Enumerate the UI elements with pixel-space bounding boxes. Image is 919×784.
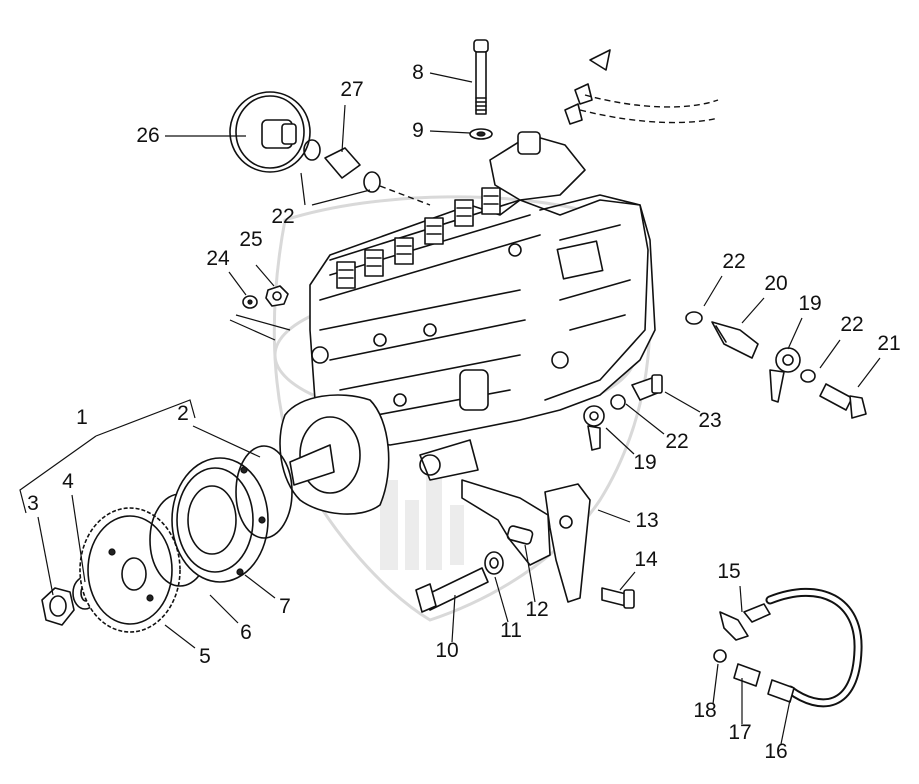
part-25-nut xyxy=(229,285,291,341)
callout-c19a: 19 xyxy=(798,292,821,315)
callout-c17: 17 xyxy=(728,721,751,744)
callout-c24: 24 xyxy=(206,247,230,270)
leader-l19a xyxy=(787,317,803,350)
leader-l5 xyxy=(164,624,196,649)
leader-l22b xyxy=(703,275,723,307)
leader-lines xyxy=(19,72,881,745)
part-5-gear xyxy=(79,507,181,633)
part-12-bracket xyxy=(461,479,551,566)
callout-c4: 4 xyxy=(62,470,74,493)
callout-c23: 23 xyxy=(698,409,721,432)
callout-c26: 26 xyxy=(136,124,159,147)
part-19-banjo-b xyxy=(583,405,605,451)
leader-l6 xyxy=(209,594,239,624)
part-3-nut xyxy=(41,587,75,626)
leader-l22c xyxy=(819,339,841,369)
part-16-hose xyxy=(765,587,863,708)
leader-l22a2 xyxy=(311,189,371,206)
part-8-bolt xyxy=(473,39,489,115)
part-27-fitting xyxy=(303,139,431,206)
callout-c1: 1 xyxy=(76,406,88,429)
leader-l25 xyxy=(255,264,275,287)
callout-c5: 5 xyxy=(199,645,211,668)
part-22-washer-b xyxy=(685,311,703,325)
leader-l27 xyxy=(341,104,346,153)
callout-c16: 16 xyxy=(764,740,787,763)
callout-c21: 21 xyxy=(877,332,900,355)
callout-c25: 25 xyxy=(239,228,262,251)
leader-l20 xyxy=(741,297,765,324)
leader-l13 xyxy=(597,509,631,523)
callout-c2: 2 xyxy=(177,402,189,425)
part-21-bolt xyxy=(819,383,867,419)
part-19-banjo-a xyxy=(769,347,801,403)
part-24-washer xyxy=(242,295,258,309)
callout-c18: 18 xyxy=(693,699,716,722)
leader-l8 xyxy=(429,72,473,83)
leader-l22d xyxy=(625,403,665,435)
callout-c14: 14 xyxy=(634,548,658,571)
leader-l4 xyxy=(71,494,86,583)
callout-c6: 6 xyxy=(240,621,252,644)
part-9-washer xyxy=(469,128,493,140)
part-15-elbow xyxy=(719,603,771,641)
part-22-washer-c xyxy=(800,369,816,383)
callout-c15: 15 xyxy=(717,560,740,583)
part-23-plug xyxy=(631,374,663,401)
callout-c22a: 22 xyxy=(271,205,294,228)
leader-l7 xyxy=(244,574,276,599)
leader-l14 xyxy=(619,571,636,591)
callout-c7: 7 xyxy=(279,595,291,618)
part-26-cover xyxy=(229,91,311,173)
leader-l21 xyxy=(857,357,881,388)
leader-l11 xyxy=(494,576,509,623)
part-20-valve xyxy=(711,321,759,359)
leader-l12 xyxy=(524,544,536,603)
part-22-washer-d xyxy=(610,394,626,410)
leader-l1 xyxy=(19,435,97,514)
part-13-support xyxy=(544,483,591,603)
callout-c3: 3 xyxy=(27,492,39,515)
leader-l23 xyxy=(664,391,701,413)
injection-pump-body xyxy=(279,49,719,515)
callout-c20: 20 xyxy=(764,272,787,295)
part-10-bolt xyxy=(415,567,489,613)
callout-c9: 9 xyxy=(412,119,424,142)
callout-c22c: 22 xyxy=(840,313,863,336)
leader-l22a xyxy=(300,172,306,206)
callout-c8: 8 xyxy=(412,61,424,84)
leader-l2 xyxy=(192,425,261,458)
leader-l15 xyxy=(739,585,743,613)
leader-l24 xyxy=(228,271,247,296)
part-2-ring xyxy=(235,445,293,539)
part-7-hub xyxy=(171,457,269,583)
part-14-bolt xyxy=(601,587,635,609)
callout-c10: 10 xyxy=(435,639,458,662)
part-17-adapter xyxy=(733,663,761,687)
callout-c22d: 22 xyxy=(665,430,688,453)
callout-c11: 11 xyxy=(500,619,522,642)
part-11-washer xyxy=(484,551,504,575)
leader-l9 xyxy=(429,130,471,134)
leader-l10 xyxy=(451,594,456,643)
leader-l3 xyxy=(37,516,54,596)
leader-l19b xyxy=(605,427,635,455)
callout-c22b: 22 xyxy=(722,250,745,273)
leader-l16 xyxy=(780,699,791,745)
part-18-washer xyxy=(713,649,727,663)
callout-c12: 12 xyxy=(525,598,548,621)
leader-l1b xyxy=(95,399,196,437)
delivery-valves xyxy=(336,187,501,289)
leader-l18 xyxy=(712,663,719,705)
callout-c27: 27 xyxy=(340,78,363,101)
callout-c13: 13 xyxy=(635,509,658,532)
callout-c19b: 19 xyxy=(633,451,656,474)
